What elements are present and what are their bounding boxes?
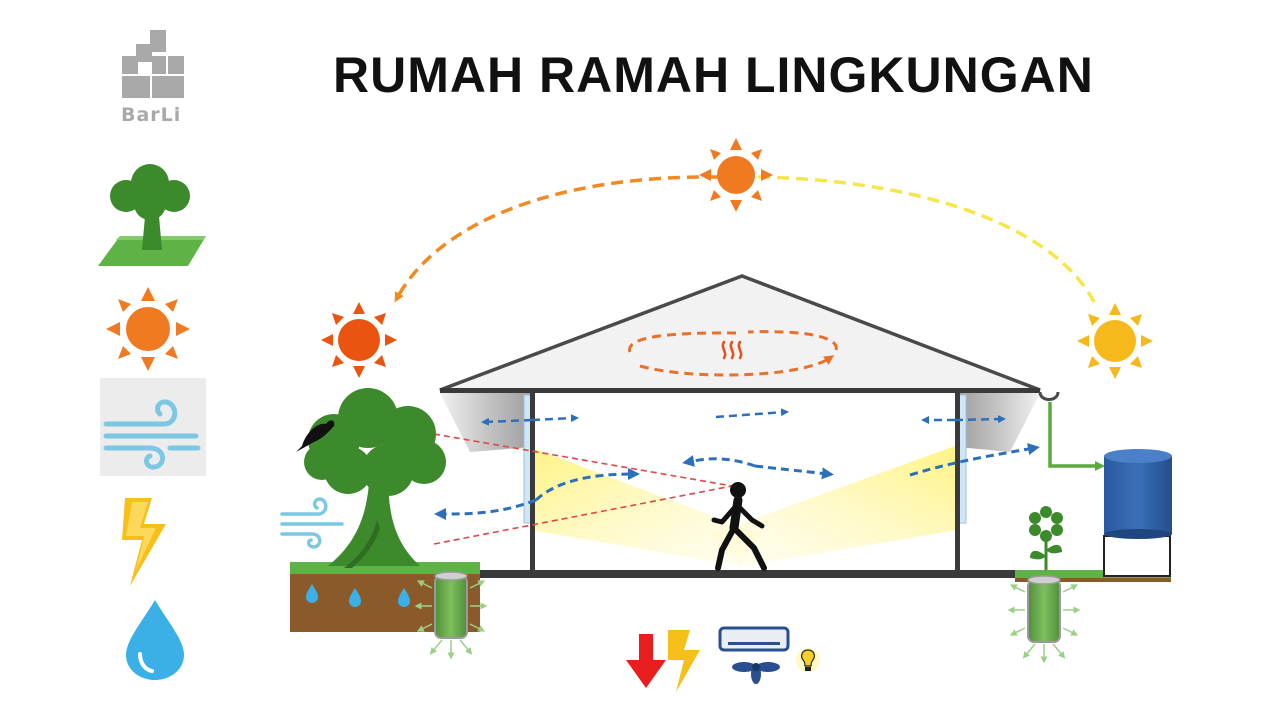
barli-logo-icon xyxy=(122,30,184,98)
ceiling-beam xyxy=(440,388,1040,393)
logo-text: BarLi xyxy=(121,104,182,126)
sun-noon-icon xyxy=(699,138,773,212)
heat-icon xyxy=(721,340,743,360)
bird-icon xyxy=(296,420,335,452)
roof xyxy=(439,274,1041,392)
right-light-beam xyxy=(712,445,958,566)
sun-evening-icon xyxy=(321,302,397,378)
water-drop-icon xyxy=(126,600,184,680)
air-flow-arrows xyxy=(434,408,1040,520)
person-icon xyxy=(711,482,767,571)
soil-right-strip xyxy=(1015,578,1171,582)
left-wall xyxy=(530,390,535,572)
raindrops-in-soil xyxy=(306,584,410,607)
right-eave-shade xyxy=(958,393,1040,452)
page-title: RUMAH RAMAH LINGKUNGAN xyxy=(333,47,1094,103)
wind-icon xyxy=(100,378,206,476)
right-wall xyxy=(955,390,960,572)
sight-lines xyxy=(433,433,733,545)
floor xyxy=(470,570,1015,578)
grass-right xyxy=(1015,570,1171,580)
light-bulb-icon xyxy=(796,648,820,672)
infiltration-well-left xyxy=(414,571,488,660)
tree-icon xyxy=(98,164,206,266)
sun-path-arc-left xyxy=(394,175,719,303)
gutter-icon xyxy=(1038,391,1060,401)
rainwater-pipe xyxy=(1048,402,1105,471)
sun-morning-icon xyxy=(1077,303,1153,379)
attic-heat-flow xyxy=(628,330,838,377)
wind-near-tree-icon xyxy=(280,497,344,549)
flower-icon xyxy=(1029,506,1063,570)
sun-path-arc-right xyxy=(757,175,1098,307)
infiltration-well-right xyxy=(1007,575,1081,664)
big-tree-icon xyxy=(304,388,446,568)
water-tank-icon xyxy=(1103,449,1172,577)
down-arrow-icon xyxy=(626,634,666,688)
air-conditioner-icon xyxy=(718,626,790,652)
bottom-lightning-icon xyxy=(668,630,700,692)
lightning-icon xyxy=(122,498,166,586)
fan-icon xyxy=(732,662,780,684)
sun-icon xyxy=(106,287,190,371)
